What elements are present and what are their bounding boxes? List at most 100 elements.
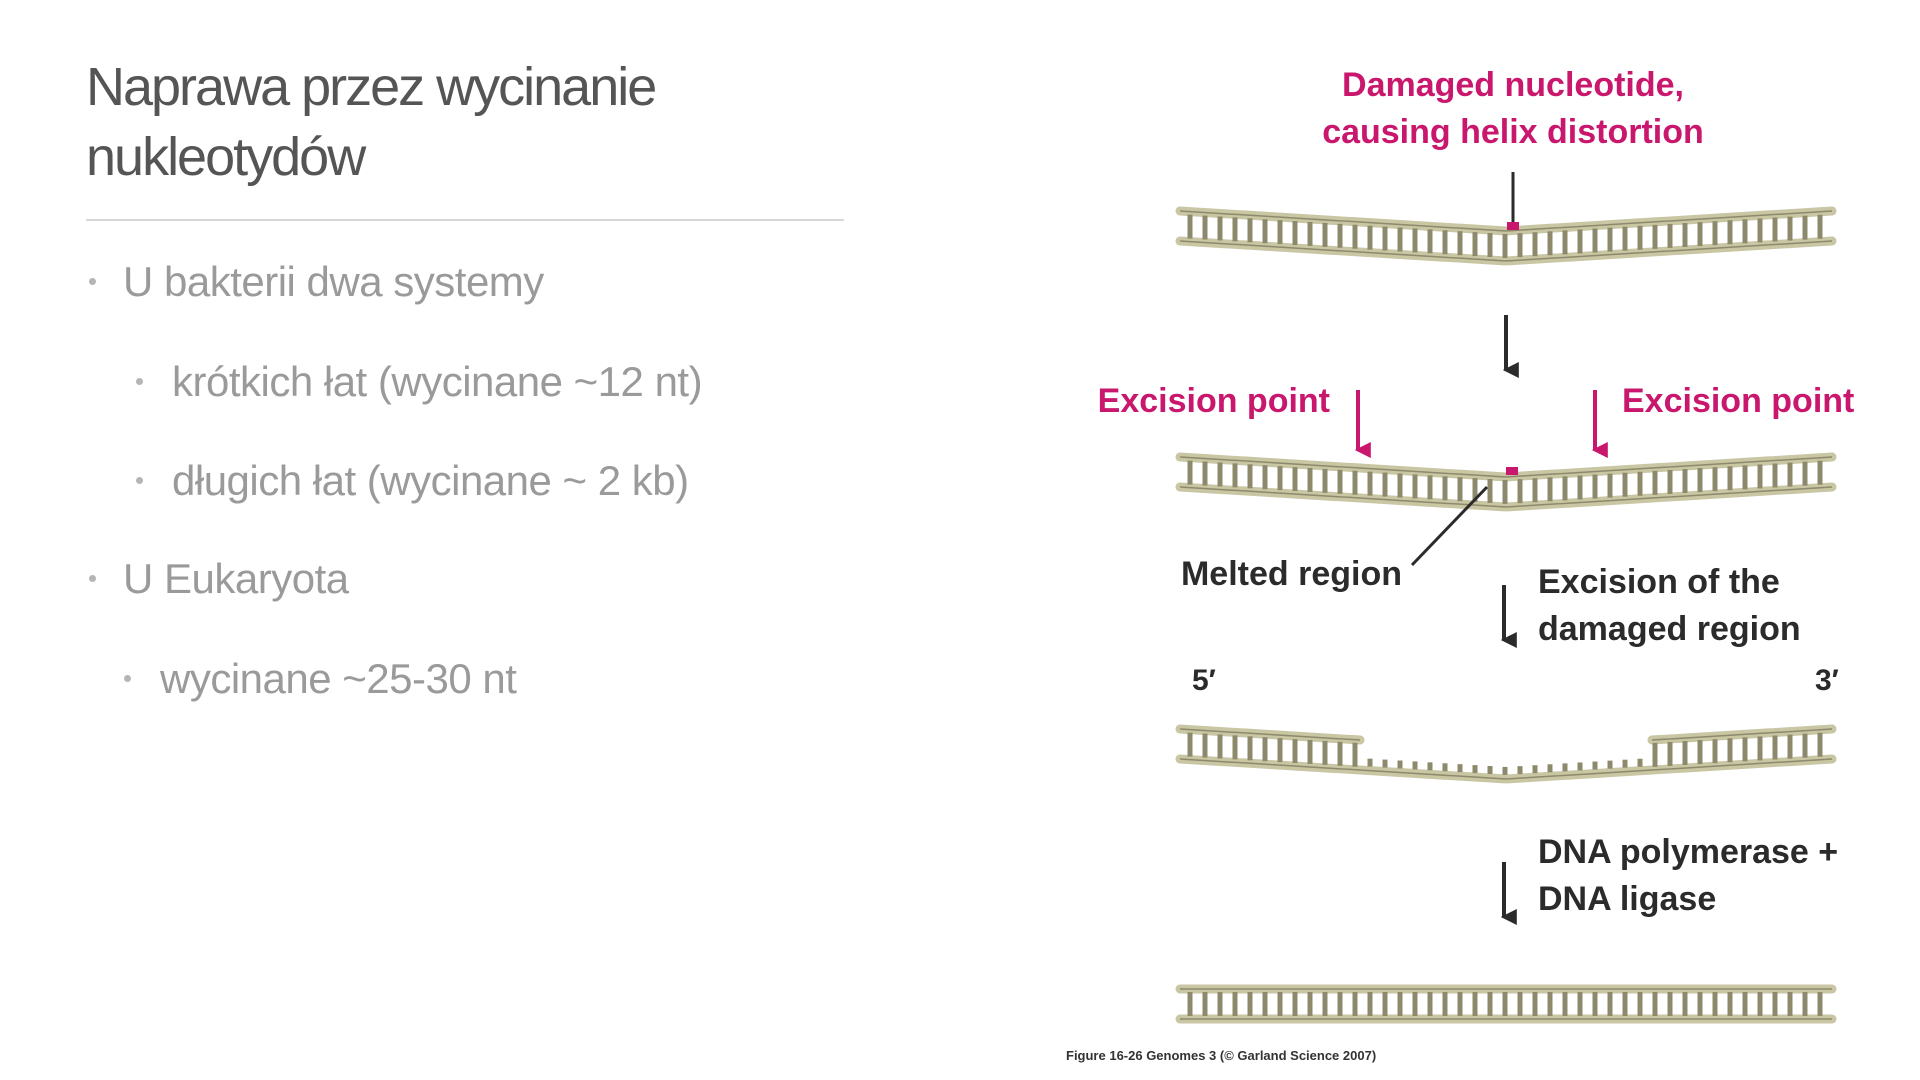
unpaired-base <box>1457 764 1463 773</box>
base-pair <box>1232 735 1238 760</box>
excision-point-label-left: Excision point <box>1098 382 1330 420</box>
base-pair <box>1772 735 1778 760</box>
base-pair <box>1262 992 1268 1016</box>
base-pair <box>1772 463 1778 488</box>
unpaired-base <box>1547 764 1553 773</box>
base-pair <box>1277 992 1283 1016</box>
base-pair <box>1262 219 1268 244</box>
base-pair <box>1802 461 1808 486</box>
base-pair <box>1697 222 1703 247</box>
base-pair <box>1397 473 1403 498</box>
base-pair <box>1202 215 1208 240</box>
base-pair <box>1667 741 1673 766</box>
step2-label-line-2: damaged region <box>1538 610 1801 648</box>
unpaired-base <box>1427 762 1433 771</box>
base-pair <box>1472 992 1478 1016</box>
base-pair <box>1292 739 1298 764</box>
base-pair <box>1637 471 1643 496</box>
base-pair <box>1532 478 1538 503</box>
unpaired-base <box>1412 761 1418 770</box>
base-pair <box>1592 992 1598 1016</box>
base-pair <box>1352 742 1358 767</box>
bullet-text: wycinane ~25-30 nt <box>160 655 517 702</box>
base-pair <box>1622 226 1628 251</box>
base-pair <box>1427 229 1433 254</box>
unpaired-base <box>1472 765 1478 774</box>
base-pair <box>1697 992 1703 1016</box>
base-pair <box>1742 737 1748 762</box>
base-pair <box>1382 992 1388 1016</box>
base-pair <box>1292 221 1298 246</box>
base-pair <box>1607 473 1613 498</box>
base-pair <box>1727 738 1733 763</box>
base-pair <box>1667 223 1673 248</box>
base-pair <box>1622 472 1628 497</box>
melted-region-label: Melted region <box>1181 555 1402 593</box>
bullet-dot-icon <box>124 675 131 682</box>
base-pair <box>1652 224 1658 249</box>
base-pair <box>1217 462 1223 487</box>
base-pair <box>1532 232 1538 257</box>
base-pair <box>1802 215 1808 240</box>
base-pair <box>1547 477 1553 502</box>
base-pair <box>1187 992 1193 1016</box>
base-pair <box>1547 992 1553 1016</box>
base-pair <box>1532 992 1538 1016</box>
three-prime-end-label: 3′ <box>1815 664 1839 697</box>
damage-label-line-2: causing helix distortion <box>1322 113 1704 151</box>
base-pair <box>1352 224 1358 249</box>
base-pair <box>1352 992 1358 1016</box>
bullet-text: U bakterii dwa systemy <box>123 258 544 305</box>
bottom-backbone-edge <box>1179 758 1833 780</box>
base-pair <box>1262 737 1268 762</box>
base-pair <box>1202 461 1208 486</box>
bullet-dot-icon <box>136 477 143 484</box>
base-pair <box>1457 231 1463 256</box>
base-pair <box>1622 992 1628 1016</box>
base-pair <box>1337 992 1343 1016</box>
base-pair <box>1247 992 1253 1016</box>
unpaired-base <box>1622 759 1628 768</box>
base-pair <box>1427 475 1433 500</box>
title-divider <box>86 219 844 221</box>
base-pair <box>1187 460 1193 485</box>
base-pair <box>1652 742 1658 767</box>
unpaired-base <box>1502 766 1508 775</box>
slide-title: Naprawa przez wycinanie nukleotydów <box>86 52 846 192</box>
base-pair <box>1817 992 1823 1016</box>
base-pair <box>1187 732 1193 757</box>
base-pair <box>1727 992 1733 1016</box>
base-pair <box>1757 218 1763 243</box>
bullet-dot-icon <box>89 575 96 582</box>
base-pair <box>1292 467 1298 492</box>
base-pair <box>1682 992 1688 1016</box>
base-pair <box>1517 479 1523 504</box>
base-pair <box>1787 992 1793 1016</box>
unpaired-base <box>1577 762 1583 771</box>
top-backbone-edge <box>1179 456 1833 478</box>
base-pair <box>1577 992 1583 1016</box>
top-backbone-edge <box>1651 728 1833 741</box>
top-backbone-edge <box>1179 210 1833 232</box>
base-pair <box>1277 220 1283 245</box>
base-pair <box>1457 992 1463 1016</box>
dna-helix-damaged <box>1175 206 1837 266</box>
unpaired-base <box>1637 758 1643 767</box>
base-pair <box>1322 740 1328 765</box>
base-pair <box>1247 218 1253 243</box>
base-pair <box>1682 223 1688 248</box>
base-pair <box>1697 468 1703 493</box>
base-pair <box>1742 992 1748 1016</box>
base-pair <box>1607 992 1613 1016</box>
base-pair <box>1712 992 1718 1016</box>
bottom-backbone-edge <box>1179 486 1833 508</box>
unpaired-base <box>1442 763 1448 772</box>
base-pair <box>1757 736 1763 761</box>
base-pair <box>1637 992 1643 1016</box>
base-pair <box>1412 992 1418 1016</box>
unpaired-base <box>1397 760 1403 769</box>
base-pair <box>1667 469 1673 494</box>
base-pair <box>1802 733 1808 758</box>
base-pair <box>1742 465 1748 490</box>
base-pair <box>1307 992 1313 1016</box>
